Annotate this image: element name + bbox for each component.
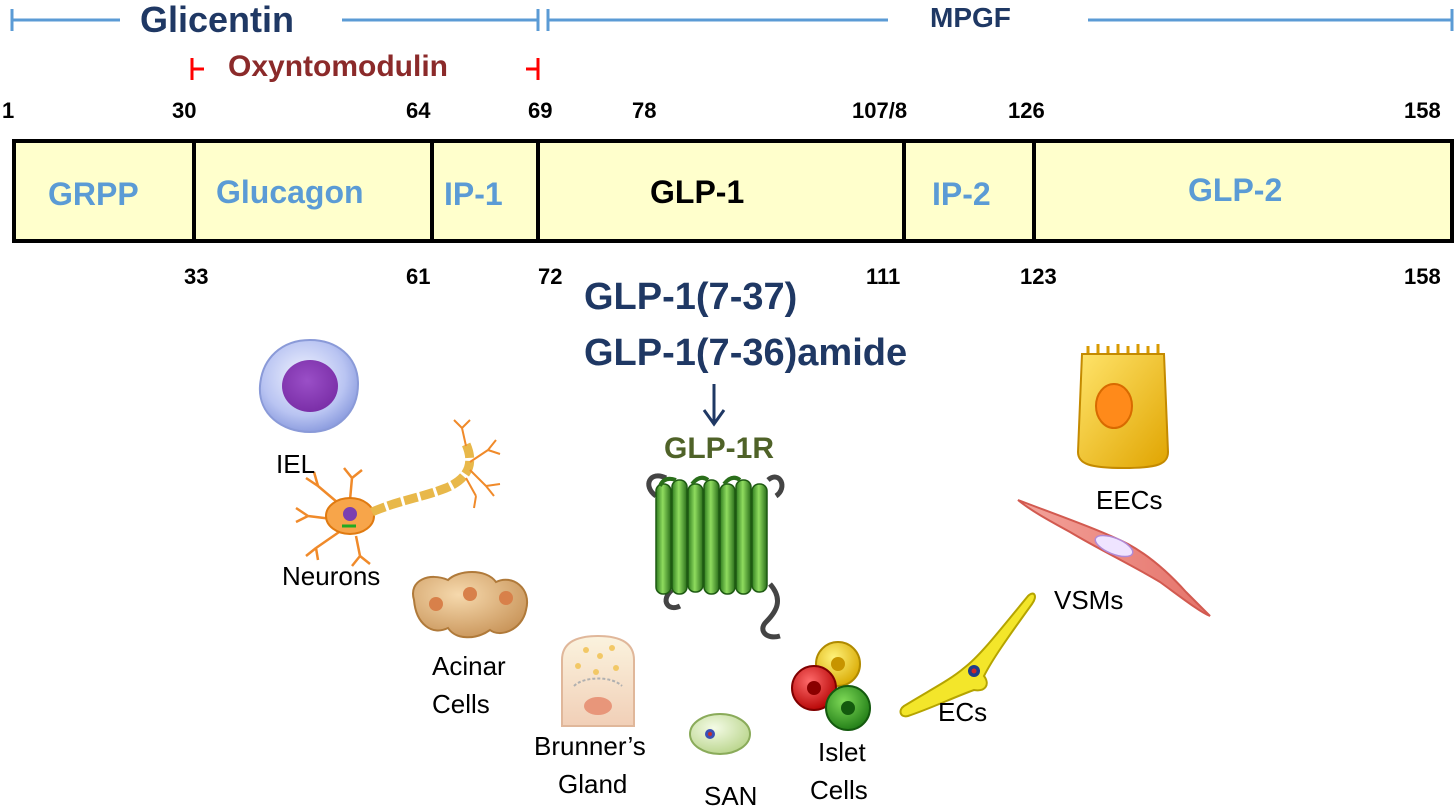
san-label: SAN xyxy=(704,781,758,811)
segment-glp1-box xyxy=(536,139,906,243)
segment-ip1-box xyxy=(430,139,540,243)
glicentin-label: Glicentin xyxy=(140,0,295,40)
proglucagon-bar xyxy=(12,139,1454,243)
bottom-number: 111 xyxy=(866,264,901,289)
top-number: 30 xyxy=(172,98,197,123)
islet-label-line2: Cells xyxy=(810,775,868,805)
segment-glp2-label: GLP-2 xyxy=(1188,172,1283,208)
oxyntomodulin-label: Oxyntomodulin xyxy=(228,50,448,83)
islet-label-line1: Islet xyxy=(818,737,866,767)
endothelial-cell-icon xyxy=(899,592,1036,718)
vsms-label: VSMs xyxy=(1054,585,1124,615)
segment-glp2-box xyxy=(1032,139,1454,243)
islet-cells-icon xyxy=(791,641,871,731)
bottom-number: 61 xyxy=(406,264,431,289)
top-number: 69 xyxy=(528,98,553,123)
acinar-label-line2: Cells xyxy=(432,689,490,719)
brunners-label-line1: Brunner’s xyxy=(534,731,646,761)
neurons-label: Neurons xyxy=(282,561,381,591)
acinar-cells-icon xyxy=(412,571,529,639)
ecs-label: ECs xyxy=(938,697,988,727)
bottom-number: 123 xyxy=(1020,264,1057,289)
bottom-number: 33 xyxy=(184,264,209,289)
brunners-label-line2: Gland xyxy=(558,769,628,799)
segment-glucagon-label: Glucagon xyxy=(216,174,364,210)
eec-cell-icon xyxy=(1076,344,1170,470)
mpgf-label: MPGF xyxy=(930,2,1011,33)
brunners-gland-icon xyxy=(561,634,635,727)
iel-cell-icon xyxy=(258,338,360,434)
top-number: 1 xyxy=(2,98,15,123)
glp1-receptor-icon xyxy=(646,473,785,640)
glicentin-span xyxy=(10,9,540,31)
peptide-label: GLP-1(7-37) xyxy=(584,276,798,318)
iel-label: IEL xyxy=(276,449,316,479)
san-cell-icon xyxy=(689,713,751,755)
segment-ip2-label: IP-2 xyxy=(932,176,991,212)
segment-ip2-box xyxy=(902,139,1036,243)
segment-grpp-label: GRPP xyxy=(48,176,139,212)
segment-glp1-label: GLP-1 xyxy=(650,174,745,210)
segment-grpp-box xyxy=(12,139,196,243)
bottom-number: 158 xyxy=(1404,264,1441,289)
top-number: 78 xyxy=(632,98,657,123)
top-number: 126 xyxy=(1008,98,1045,123)
neuron-cell-icon xyxy=(295,419,501,567)
smooth-muscle-cell-icon xyxy=(1017,499,1211,617)
top-number: 64 xyxy=(406,98,431,123)
bottom-number: 72 xyxy=(538,264,563,289)
segment-glucagon-box xyxy=(192,139,434,243)
oxyntomodulin-brackets xyxy=(190,58,540,80)
down-arrow-icon xyxy=(702,384,726,427)
acinar-label-line1: Acinar xyxy=(432,651,506,681)
eecs-label: EECs xyxy=(1096,485,1163,515)
segment-ip1-label: IP-1 xyxy=(444,176,503,212)
mpgf-span xyxy=(546,9,1454,31)
top-number: 107/8 xyxy=(852,98,908,123)
receptor-label: GLP-1R xyxy=(664,432,775,465)
peptide-label: GLP-1(7-36)amide xyxy=(584,332,908,374)
top-number: 158 xyxy=(1404,98,1441,123)
